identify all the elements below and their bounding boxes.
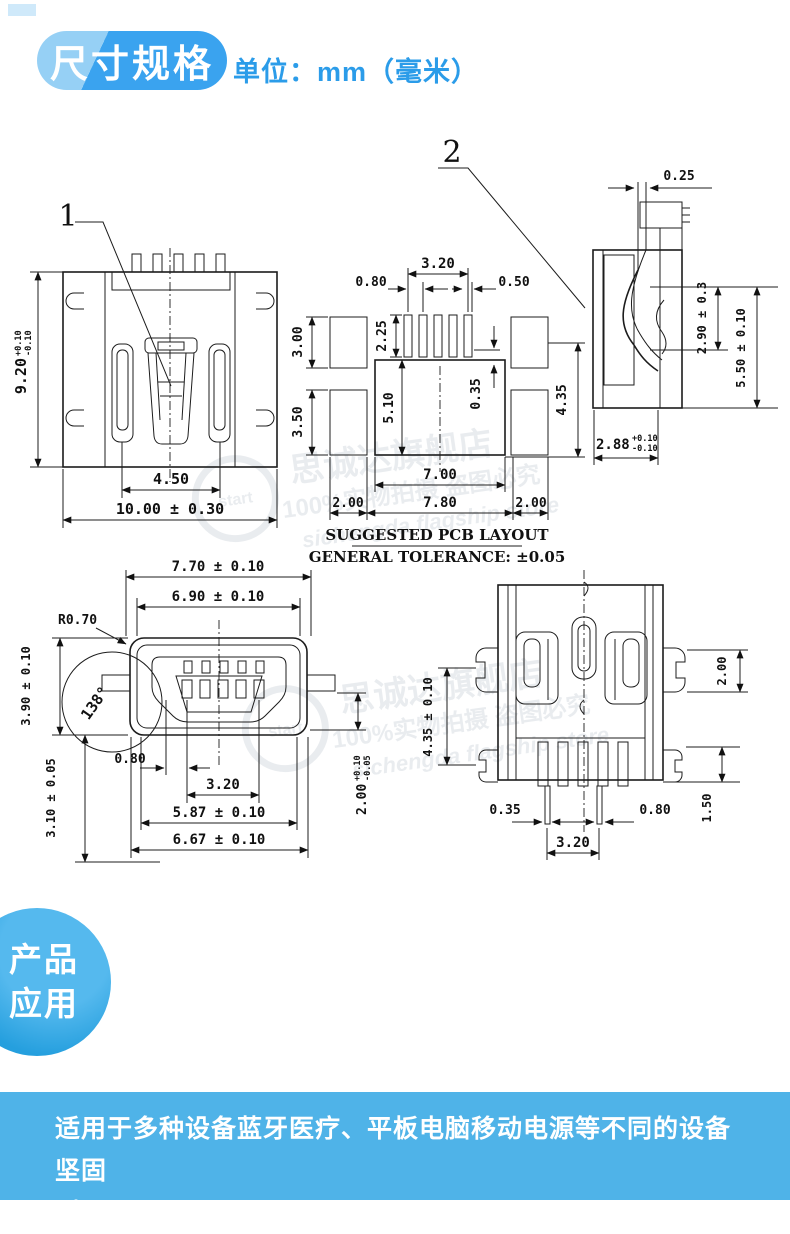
unit-label: 单位：mm（毫米） bbox=[233, 57, 480, 87]
dim-face-pin-off: 0.80 bbox=[114, 752, 145, 767]
dim-face-tab-tol-up: +0.10 bbox=[353, 755, 363, 781]
pcb-geometry bbox=[329, 314, 549, 472]
section-dimensions: 0.25 2.90 ± 0.3 5.50 ± 0.10 2.88 +0.10 -… bbox=[593, 169, 778, 465]
dim-face-w1: 7.70 ± 0.10 bbox=[172, 559, 265, 575]
pcb-tolerance: GENERAL TOLERANCE: ±0.05 bbox=[309, 548, 566, 566]
dim-pcb-body-h: 5.10 bbox=[382, 392, 397, 423]
dim-section-depth-tol-dn: -0.10 bbox=[632, 444, 658, 454]
dim-section-inner-h: 2.90 ± 0.3 bbox=[695, 282, 709, 354]
section-title-badge: 尺寸规格 bbox=[37, 31, 227, 90]
dim-face-pin-span: 3.20 bbox=[206, 777, 240, 793]
callout-2: 2 bbox=[442, 135, 461, 170]
dim-pcb-pad-w-left: 2.00 bbox=[332, 496, 363, 511]
technical-drawing: start 思诚达旗舰店 100%实物拍摄 盗图必究 sichengda fla… bbox=[12, 135, 778, 863]
dim-section-outer-h: 5.50 ± 0.10 bbox=[734, 308, 748, 387]
dim-front-height-tol-dn: -0.10 bbox=[24, 330, 34, 356]
dim-pcb-pin-len: 2.25 bbox=[375, 320, 390, 351]
application-text-line-1: 适用于多种设备蓝牙医疗、平板电脑移动电源等不同的设备坚固 bbox=[55, 1115, 732, 1185]
dim-face-tab-tol-dn: -0.05 bbox=[363, 755, 373, 781]
dim-pcb-pin-width: 0.50 bbox=[498, 275, 529, 290]
callout-1: 1 bbox=[58, 199, 77, 234]
dim-bottom-leg-h: 1.50 bbox=[700, 794, 714, 823]
front-view: 1 9.20 +0.10 -0.10 4.50 10.00 ± 0.30 bbox=[12, 199, 278, 528]
dim-section-pin-thick: 0.25 bbox=[663, 169, 694, 184]
face-view: 7.70 ± 0.10 6.90 ± 0.10 R0.70 138° 3.90 … bbox=[19, 559, 373, 863]
dim-front-height-tol-up: +0.10 bbox=[14, 330, 24, 356]
dim-pcb-body-w: 7.00 bbox=[423, 467, 457, 483]
front-view-callout: 1 bbox=[58, 199, 172, 387]
pcb-dimensions: 3.20 0.80 0.50 2.25 3.00 bbox=[291, 256, 585, 520]
dim-pcb-total-w: 7.80 bbox=[423, 495, 457, 511]
dim-pcb-pad-bot: 3.50 bbox=[291, 406, 306, 437]
pcb-caption: SUGGESTED PCB LAYOUT GENERAL TOLERANCE: … bbox=[309, 526, 566, 566]
section-view: 2 0.25 2.90 bbox=[438, 135, 778, 465]
dim-pcb-pin-span: 3.20 bbox=[421, 256, 455, 272]
front-view-geometry bbox=[62, 248, 278, 482]
bottom-dimensions: 4.35 ± 0.10 2.00 1.50 0.35 0.80 bbox=[421, 649, 748, 860]
watermark-stamp-text: start bbox=[217, 489, 254, 511]
section-geometry bbox=[592, 182, 690, 409]
corner-decoration bbox=[8, 4, 36, 16]
dim-front-inner-width: 4.50 bbox=[153, 470, 189, 488]
dim-front-outer-width: 10.00 ± 0.30 bbox=[116, 500, 224, 518]
dim-bottom-pin-w1: 0.35 bbox=[489, 803, 520, 818]
dim-face-w2: 6.90 ± 0.10 bbox=[172, 589, 265, 605]
dim-bottom-pin-w2: 0.80 bbox=[639, 803, 670, 818]
section-title: 尺寸规格 bbox=[49, 44, 214, 86]
product-application-badge: 产品 应用 bbox=[0, 908, 111, 1056]
dim-front-height: 9.20 bbox=[12, 358, 30, 394]
dim-bottom-ear-h: 2.00 bbox=[715, 657, 729, 686]
dim-face-h2: 3.10 ± 0.05 bbox=[44, 758, 58, 837]
front-view-dimensions: 9.20 +0.10 -0.10 4.50 10.00 ± 0.30 bbox=[12, 271, 278, 528]
dim-face-tab-h: 2.00 bbox=[355, 784, 370, 815]
dim-pcb-overlap: 0.35 bbox=[469, 378, 484, 409]
dim-pcb-pad-w-right: 2.00 bbox=[515, 496, 546, 511]
face-dimensions: 7.70 ± 0.10 6.90 ± 0.10 R0.70 138° 3.90 … bbox=[19, 559, 373, 863]
dim-face-angle: 138° bbox=[77, 683, 112, 723]
face-geometry bbox=[61, 620, 336, 768]
dim-face-h1: 3.90 ± 0.10 bbox=[19, 646, 33, 725]
badge-line-1: 产品 bbox=[9, 941, 79, 978]
dim-pcb-right-h: 4.35 bbox=[555, 384, 570, 415]
dim-face-radius: R0.70 bbox=[58, 613, 97, 628]
section-callout: 2 bbox=[438, 135, 586, 309]
bottom-view: 4.35 ± 0.10 2.00 1.50 0.35 0.80 bbox=[421, 570, 748, 860]
dim-bottom-ear-span: 4.35 ± 0.10 bbox=[421, 677, 435, 756]
badge-line-2: 应用 bbox=[9, 985, 79, 1022]
application-text-line-2: 耐用. bbox=[55, 1199, 115, 1227]
dim-pcb-pad-top: 3.00 bbox=[291, 326, 306, 357]
bottom-geometry bbox=[475, 570, 686, 832]
dim-bottom-pin-span: 3.20 bbox=[556, 835, 590, 851]
dim-section-depth: 2.88 bbox=[596, 437, 630, 453]
dim-section-depth-tol-up: +0.10 bbox=[632, 434, 658, 444]
pcb-title: SUGGESTED PCB LAYOUT bbox=[325, 526, 549, 544]
pcb-layout-view: 3.20 0.80 0.50 2.25 3.00 bbox=[291, 256, 585, 566]
dim-face-w3: 5.87 ± 0.10 bbox=[173, 805, 266, 821]
dim-pcb-pin-pitch: 0.80 bbox=[355, 275, 386, 290]
application-description-bar: 适用于多种设备蓝牙医疗、平板电脑移动电源等不同的设备坚固 耐用. bbox=[0, 1092, 790, 1227]
dim-face-w4: 6.67 ± 0.10 bbox=[173, 832, 266, 848]
